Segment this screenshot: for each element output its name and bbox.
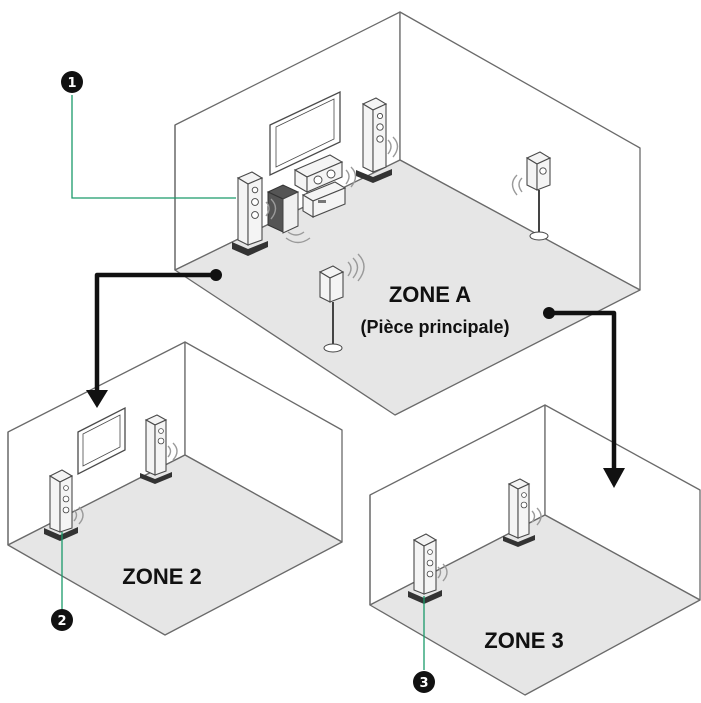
av-receiver [301, 181, 347, 218]
zone-3-tower-left [408, 533, 442, 604]
svg-text:1: 1 [67, 76, 76, 91]
front-right-tower-speaker [356, 97, 392, 183]
center-speaker [293, 154, 344, 193]
room-zone-2 [7, 341, 343, 636]
zone-a-label: ZONE A [389, 282, 471, 307]
sound-waves-zone-3 [437, 507, 542, 582]
zone-2-tower-left [44, 469, 78, 541]
room-zone-a [174, 11, 641, 416]
zone-3-tower-right [503, 478, 535, 547]
front-left-tower-speaker [232, 171, 268, 256]
arrow-to-zone-2 [86, 269, 222, 408]
zone-2-label: ZONE 2 [122, 564, 201, 589]
sound-waves-zone-a [265, 136, 523, 282]
sound-waves-zone-2 [73, 442, 178, 525]
surround-left-speaker [318, 265, 345, 353]
tv-screen-zone-2 [77, 406, 126, 476]
room-zone-3 [369, 404, 701, 696]
zone-a-subtitle: (Pièce principale) [360, 317, 509, 337]
subwoofer [266, 184, 300, 234]
callout-1: 1 [61, 71, 83, 93]
arrow-to-zone-3 [543, 307, 625, 488]
zone-3-label: ZONE 3 [484, 628, 563, 653]
svg-text:2: 2 [57, 614, 66, 629]
callout-3: 3 [413, 671, 435, 693]
leader-line-1 [71, 95, 236, 199]
tv-screen [269, 90, 341, 177]
svg-text:3: 3 [419, 676, 428, 691]
room-2-floor [7, 454, 343, 636]
callout-2: 2 [51, 609, 73, 631]
zone-2-tower-right [140, 414, 172, 484]
room-3-floor [369, 514, 701, 696]
surround-right-speaker [525, 151, 552, 241]
